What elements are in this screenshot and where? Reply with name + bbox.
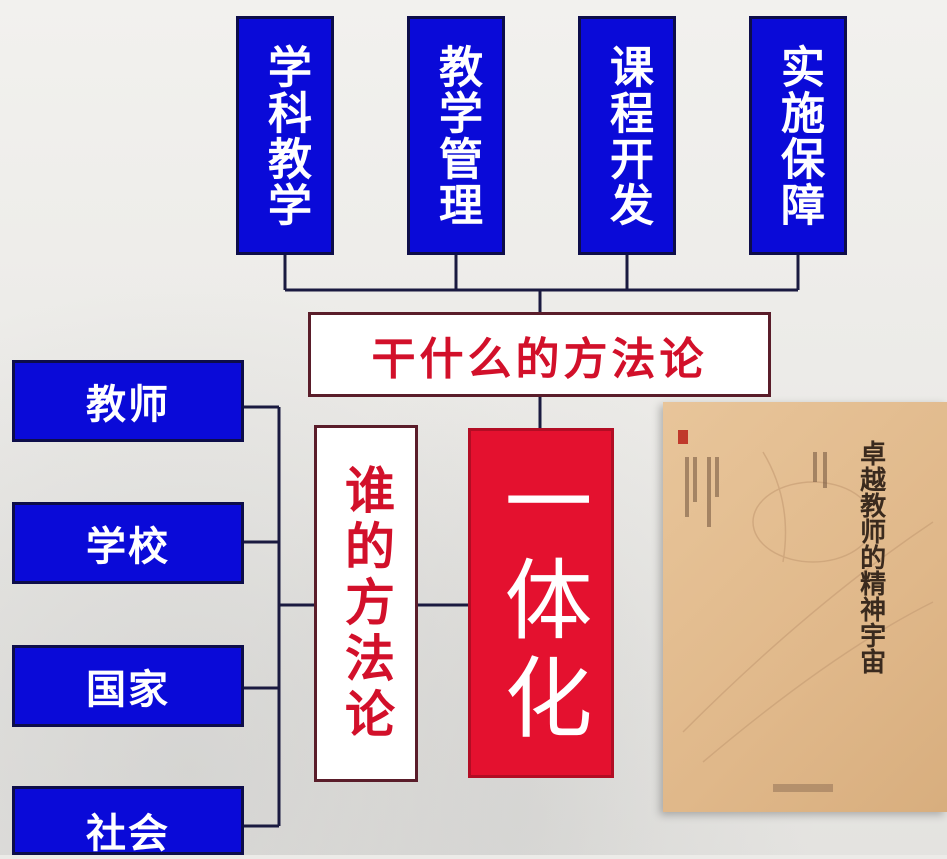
box-curriculum-development: 课程开发 — [578, 16, 676, 255]
book-red-mark — [678, 430, 688, 444]
box-teaching-management-label: 教学管理 — [431, 43, 482, 228]
box-integration: 一体化 — [468, 428, 614, 778]
book-title-line1: 卓越教师的 — [855, 440, 886, 570]
box-country: 国家 — [12, 645, 244, 727]
box-curriculum-development-label: 课程开发 — [602, 43, 653, 228]
box-country-label: 国家 — [86, 667, 170, 713]
box-teaching-management: 教学管理 — [407, 16, 505, 255]
box-school: 学校 — [12, 502, 244, 584]
box-method-what: 干什么的方法论 — [308, 312, 771, 397]
book-decoration — [682, 451, 934, 792]
integration-label: 一体化 — [490, 456, 593, 750]
book-title: 卓越教师的精神宇宙 — [855, 440, 886, 674]
method-what-label: 干什么的方法论 — [371, 333, 708, 385]
book-title-line2: 精神宇宙 — [855, 570, 886, 674]
box-method-who: 谁的方法论 — [314, 425, 418, 782]
box-implementation-support-label: 实施保障 — [773, 43, 824, 228]
method-who-label: 谁的方法论 — [337, 463, 395, 744]
box-subject-teaching: 学科教学 — [236, 16, 334, 255]
box-teacher-label: 教师 — [86, 382, 170, 428]
book-cover-image — [663, 402, 947, 812]
box-society-label: 社会 — [86, 811, 170, 857]
box-school-label: 学校 — [86, 524, 170, 570]
box-implementation-support: 实施保障 — [749, 16, 847, 255]
box-teacher: 教师 — [12, 360, 244, 442]
box-society: 社会 — [12, 786, 244, 857]
box-subject-teaching-label: 学科教学 — [260, 43, 311, 228]
